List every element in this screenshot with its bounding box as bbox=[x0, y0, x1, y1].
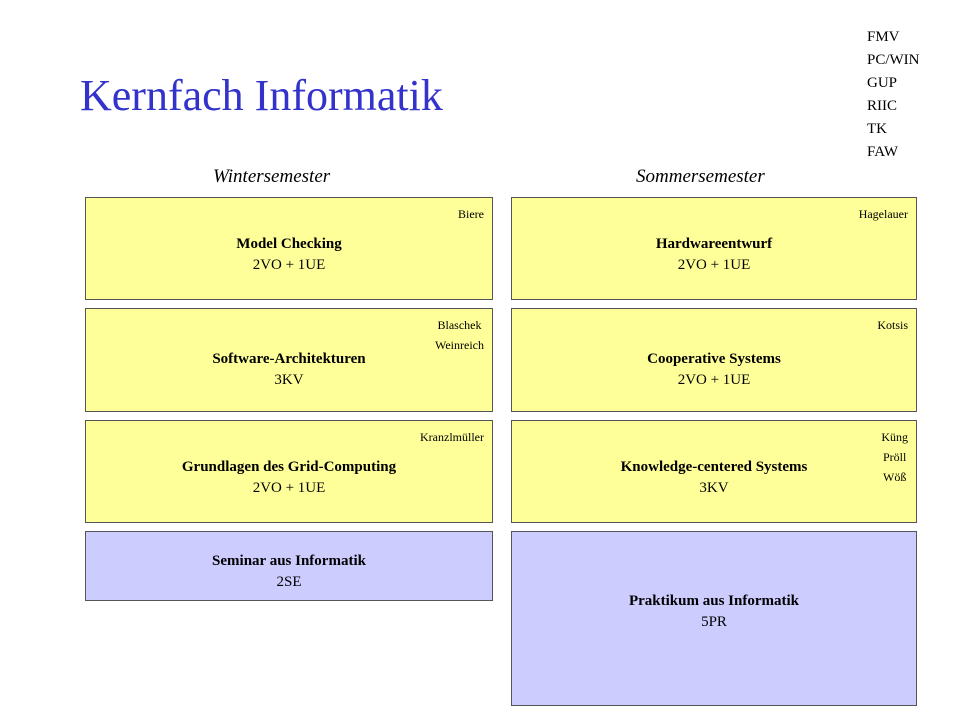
lecturer-name: Biere bbox=[458, 207, 484, 221]
legend-item: FMV bbox=[867, 29, 900, 45]
legend-item: TK bbox=[867, 121, 887, 137]
legend-item: PC/WIN bbox=[867, 52, 920, 68]
course-hours: 2VO + 1UE bbox=[677, 372, 751, 388]
course-box-grid-computing: Kranzlmüller Grundlagen des Grid-Computi… bbox=[85, 420, 493, 523]
course-name: Praktikum aus Informatik bbox=[628, 593, 800, 609]
course-hours: 3KV bbox=[699, 480, 729, 496]
lecturer-name: Blaschek bbox=[437, 318, 482, 332]
lecturers: Kranzlmüller bbox=[420, 427, 484, 447]
lecturers: Blaschek Weinreich bbox=[435, 315, 484, 355]
course-name: Software-Architekturen bbox=[212, 351, 366, 367]
page-title: Kernfach Informatik bbox=[80, 71, 443, 120]
course-hours: 2VO + 1UE bbox=[677, 257, 751, 273]
course-box-cooperative-systems: Kotsis Cooperative Systems 2VO + 1UE bbox=[511, 308, 917, 412]
lecturer-name: Kranzlmüller bbox=[420, 430, 484, 444]
course-text: Grundlagen des Grid-Computing 2VO + 1UE bbox=[86, 457, 492, 499]
course-box-knowledge-centered-systems: Küng Pröll Wöß Knowledge-centered System… bbox=[511, 420, 917, 523]
lecturer-name: Weinreich bbox=[434, 338, 484, 352]
legend-item: FAW bbox=[867, 144, 899, 160]
course-box-seminar: Seminar aus Informatik 2SE bbox=[85, 531, 493, 601]
lecturer-name: Pröll bbox=[882, 450, 907, 464]
course-hours: 2VO + 1UE bbox=[252, 257, 326, 273]
course-box-model-checking: Biere Model Checking 2VO + 1UE bbox=[85, 197, 493, 300]
course-text: Seminar aus Informatik 2SE bbox=[86, 551, 492, 593]
course-hours: 2SE bbox=[276, 574, 302, 590]
course-text: Cooperative Systems 2VO + 1UE bbox=[512, 349, 916, 391]
course-hours: 3KV bbox=[274, 372, 304, 388]
summer-heading: Sommersemester bbox=[636, 166, 765, 187]
course-hours: 5PR bbox=[701, 614, 727, 630]
lecturers: Kotsis bbox=[877, 315, 908, 335]
lecturer-name: Küng bbox=[881, 430, 908, 444]
course-text: Knowledge-centered Systems 3KV bbox=[512, 457, 916, 499]
legend-item: GUP bbox=[867, 75, 898, 91]
lecturer-name: Kotsis bbox=[877, 318, 908, 332]
course-text: Praktikum aus Informatik 5PR bbox=[512, 591, 916, 633]
lecturers: Biere bbox=[458, 204, 484, 224]
course-name: Knowledge-centered Systems bbox=[620, 459, 808, 475]
lecturers: Hagelauer bbox=[859, 204, 908, 224]
course-name: Model Checking bbox=[236, 236, 342, 252]
legend-item: RIIC bbox=[867, 98, 897, 114]
course-box-hardwareentwurf: Hagelauer Hardwareentwurf 2VO + 1UE bbox=[511, 197, 917, 300]
course-text: Model Checking 2VO + 1UE bbox=[86, 234, 492, 276]
course-text: Hardwareentwurf 2VO + 1UE bbox=[512, 234, 916, 276]
course-name: Grundlagen des Grid-Computing bbox=[181, 459, 397, 475]
course-name: Seminar aus Informatik bbox=[212, 553, 366, 569]
course-box-software-architekturen: Blaschek Weinreich Software-Architekture… bbox=[85, 308, 493, 412]
winter-heading: Wintersemester bbox=[213, 166, 331, 187]
lecturers: Küng Pröll Wöß bbox=[881, 427, 908, 487]
course-text: Software-Architekturen 3KV bbox=[86, 349, 492, 391]
course-name: Hardwareentwurf bbox=[655, 236, 773, 252]
lecturer-name: Hagelauer bbox=[858, 207, 908, 221]
legend-list: FMV PC/WIN GUP RIIC TK FAW bbox=[867, 26, 920, 164]
lecturer-name: Wöß bbox=[883, 470, 907, 484]
course-name: Cooperative Systems bbox=[647, 351, 781, 367]
course-hours: 2VO + 1UE bbox=[252, 480, 326, 496]
course-box-praktikum: Praktikum aus Informatik 5PR bbox=[511, 531, 917, 706]
